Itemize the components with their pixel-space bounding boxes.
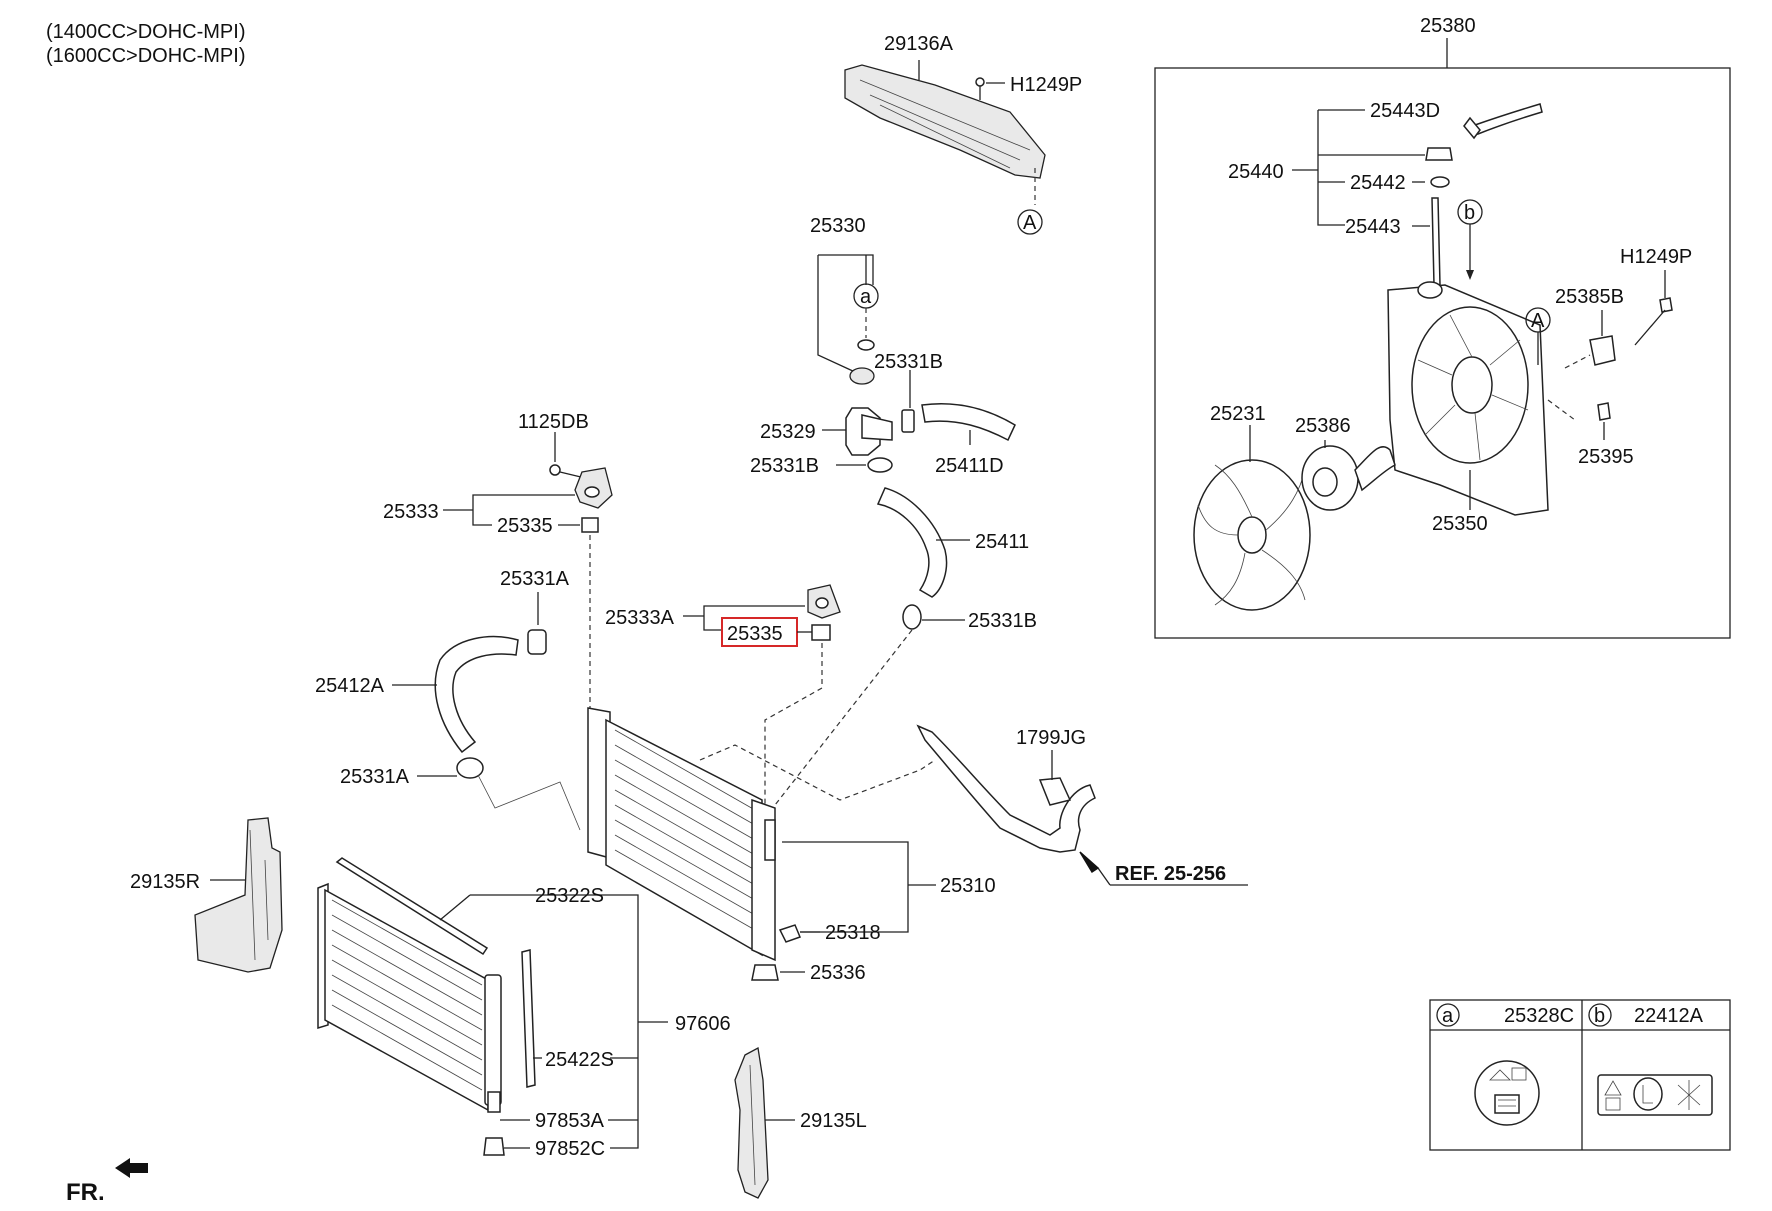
air-guard-29135L[interactable] [734,1046,769,1199]
legend-b-part: 22412A [1634,1005,1704,1027]
ref-A-circle-top [1017,209,1043,235]
clip-25395[interactable] [1597,402,1611,421]
fan-shroud-25350[interactable] [1387,281,1549,516]
bracket-25333A[interactable] [807,584,841,619]
clamp-25331B-2[interactable] [867,457,893,473]
fan-blade-25231[interactable] [1193,459,1311,611]
hose-25412A[interactable] [434,635,519,754]
cap-gasket[interactable] [857,339,875,351]
hose-25411D[interactable] [921,402,1016,442]
clamp-25331B-3[interactable] [902,604,922,630]
bushing-25336[interactable] [751,964,779,981]
drain-plug-25318[interactable] [778,924,801,943]
label-97852C: 97852C [535,1138,605,1160]
label-25443: 25443 [1345,216,1401,238]
label-25380: 25380 [1420,15,1476,37]
label-25331B-1: 25331B [874,351,943,373]
label-25333A: 25333A [605,607,675,629]
label-H1249P-fan: H1249P [1620,246,1692,268]
label-97853A: 97853A [535,1110,605,1132]
radiator-cap[interactable] [849,367,875,385]
legend-b-letter: b [1594,1005,1605,1027]
label-25333: 25333 [383,501,439,523]
label-ref-25-256[interactable]: REF. 25-256 [1115,863,1226,885]
label-H1249P-top: H1249P [1010,74,1082,96]
label-a-circle: a [860,286,872,308]
label-25322S: 25322S [535,885,604,907]
label-25331A-1: 25331A [500,568,570,590]
seal-strip-25422S[interactable] [521,949,536,1088]
label-25395: 25395 [1578,446,1634,468]
label-25442: 25442 [1350,172,1406,194]
label-25350: 25350 [1432,513,1488,535]
seal-strip-25322S[interactable] [335,857,489,956]
label-25329: 25329 [760,421,816,443]
label-25422S: 25422S [545,1049,614,1071]
radiator-25310[interactable] [587,707,776,962]
legend-a-letter: a [1442,1005,1454,1027]
bushing-97852C[interactable] [483,1137,505,1156]
hose-25411[interactable] [876,487,948,598]
label-25385B: 25385B [1555,286,1624,308]
bushing-25335-top[interactable] [581,517,599,533]
engine-spec-2: (1600CC>DOHC-MPI) [46,45,245,67]
label-25440: 25440 [1228,161,1284,183]
label-25231: 25231 [1210,403,1266,425]
overflow-tube-25443[interactable] [1431,197,1441,286]
front-direction-arrow [115,1158,148,1178]
label-1799JG: 1799JG [1016,727,1086,749]
label-25411D: 25411D [935,455,1004,477]
bolt-H1249P-fan[interactable] [1634,297,1673,346]
label-25331A-2: 25331A [340,766,410,788]
overflow-hose-25443D[interactable] [1463,103,1543,140]
upper-air-guard-29136A[interactable] [844,64,1046,179]
label-25336: 25336 [810,962,866,984]
label-29136A: 29136A [884,33,954,55]
reservoir-warning-label-icon [1597,1074,1713,1116]
label-A-fan: A [1531,310,1545,332]
reservoir-cap-25440[interactable] [1425,147,1453,161]
label-25331B-3: 25331B [968,610,1037,632]
label-A-top: A [1023,212,1037,234]
air-guard-29135R[interactable] [194,817,283,973]
label-fr: FR. [66,1179,105,1206]
label-25330: 25330 [810,215,866,237]
label-97606: 97606 [675,1013,731,1035]
label-25331B-2: 25331B [750,455,819,477]
label-25443D: 25443D [1370,100,1440,122]
clamp-25331B-1[interactable] [901,409,915,433]
label-25386: 25386 [1295,415,1351,437]
label-29135R: 29135R [130,871,200,893]
label-25335-top: 25335 [497,515,553,537]
label-1125DB: 1125DB [518,411,589,433]
bushing-25335-highlighted[interactable] [811,624,831,641]
label-25310: 25310 [940,875,996,897]
fan-motor-25386[interactable] [1301,445,1396,511]
cap-seal-25442[interactable] [1430,176,1450,188]
bolt-H1249P-top[interactable] [975,77,985,100]
connector-bracket-25385B[interactable] [1589,335,1616,366]
filler-neck-25329[interactable] [845,407,893,456]
label-b-circle: b [1464,202,1475,224]
fan-assembly-frame [1154,67,1731,639]
label-25335-highlight[interactable]: 25335 [727,623,783,645]
label-25411: 25411 [975,531,1029,553]
bracket-25333[interactable] [574,467,613,509]
clamp-25331A-2[interactable] [456,757,484,779]
legend-table [1429,999,1731,1151]
legend-a-part: 25328C [1504,1005,1574,1027]
label-25412A: 25412A [315,675,385,697]
condenser-97606[interactable] [317,882,502,1113]
label-25318: 25318 [825,922,881,944]
ref-arrow [1079,851,1248,886]
clamp-25331A-1[interactable] [527,629,547,655]
coolant-pipe-25-256[interactable] [916,724,1096,853]
cap-warning-label-icon [1474,1060,1540,1126]
label-29135L: 29135L [800,1110,867,1132]
engine-spec-1: (1400CC>DOHC-MPI) [46,21,245,43]
